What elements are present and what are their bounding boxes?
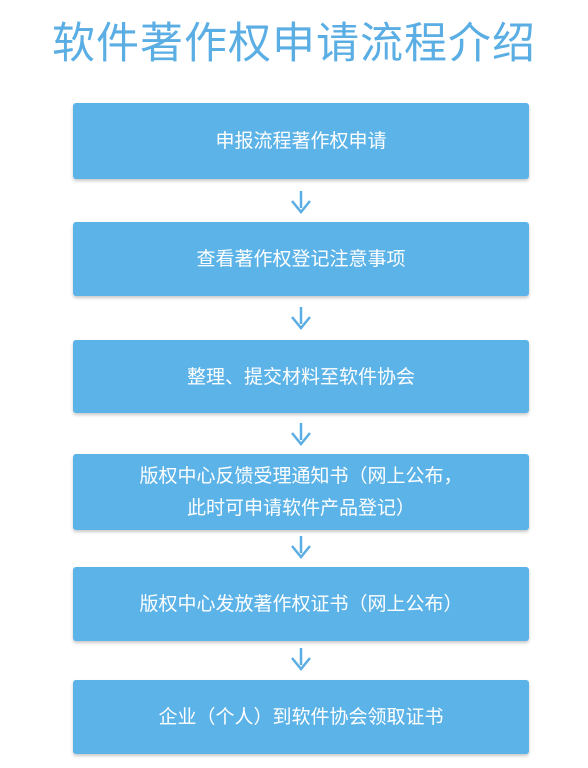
step-label: 企业（个人）到软件协会领取证书 [158, 706, 444, 728]
page-title: 软件著作权申请流程介绍 [52, 19, 536, 69]
down-arrow-icon [290, 648, 312, 672]
down-arrow-icon [290, 536, 312, 560]
step-3-submit-materials: 整理、提交材料至软件协会 [73, 340, 529, 413]
step-1-apply: 申报流程著作权申请 [73, 103, 529, 179]
step-label: 查看著作权登记注意事项 [196, 248, 406, 270]
step-5-issue-certificate: 版权中心发放著作权证书（网上公布） [73, 567, 529, 641]
down-arrow-icon [290, 423, 312, 447]
step-label: 整理、提交材料至软件协会 [186, 365, 415, 388]
step-label-line-1: 版权中心反馈受理通知书（网上公布， [139, 465, 463, 487]
step-6-collect-certificate: 企业（个人）到软件协会领取证书 [73, 680, 529, 754]
step-label-line-2: 此时可申请软件产品登记） [186, 497, 415, 519]
step-label: 版权中心发放著作权证书（网上公布） [139, 593, 463, 615]
step-2-check-notes: 查看著作权登记注意事项 [73, 222, 529, 296]
step-4-acceptance-notice: 版权中心反馈受理通知书（网上公布， 此时可申请软件产品登记） [73, 454, 529, 530]
step-label: 申报流程著作权申请 [215, 130, 387, 152]
down-arrow-icon [290, 191, 312, 215]
down-arrow-icon [290, 307, 312, 331]
